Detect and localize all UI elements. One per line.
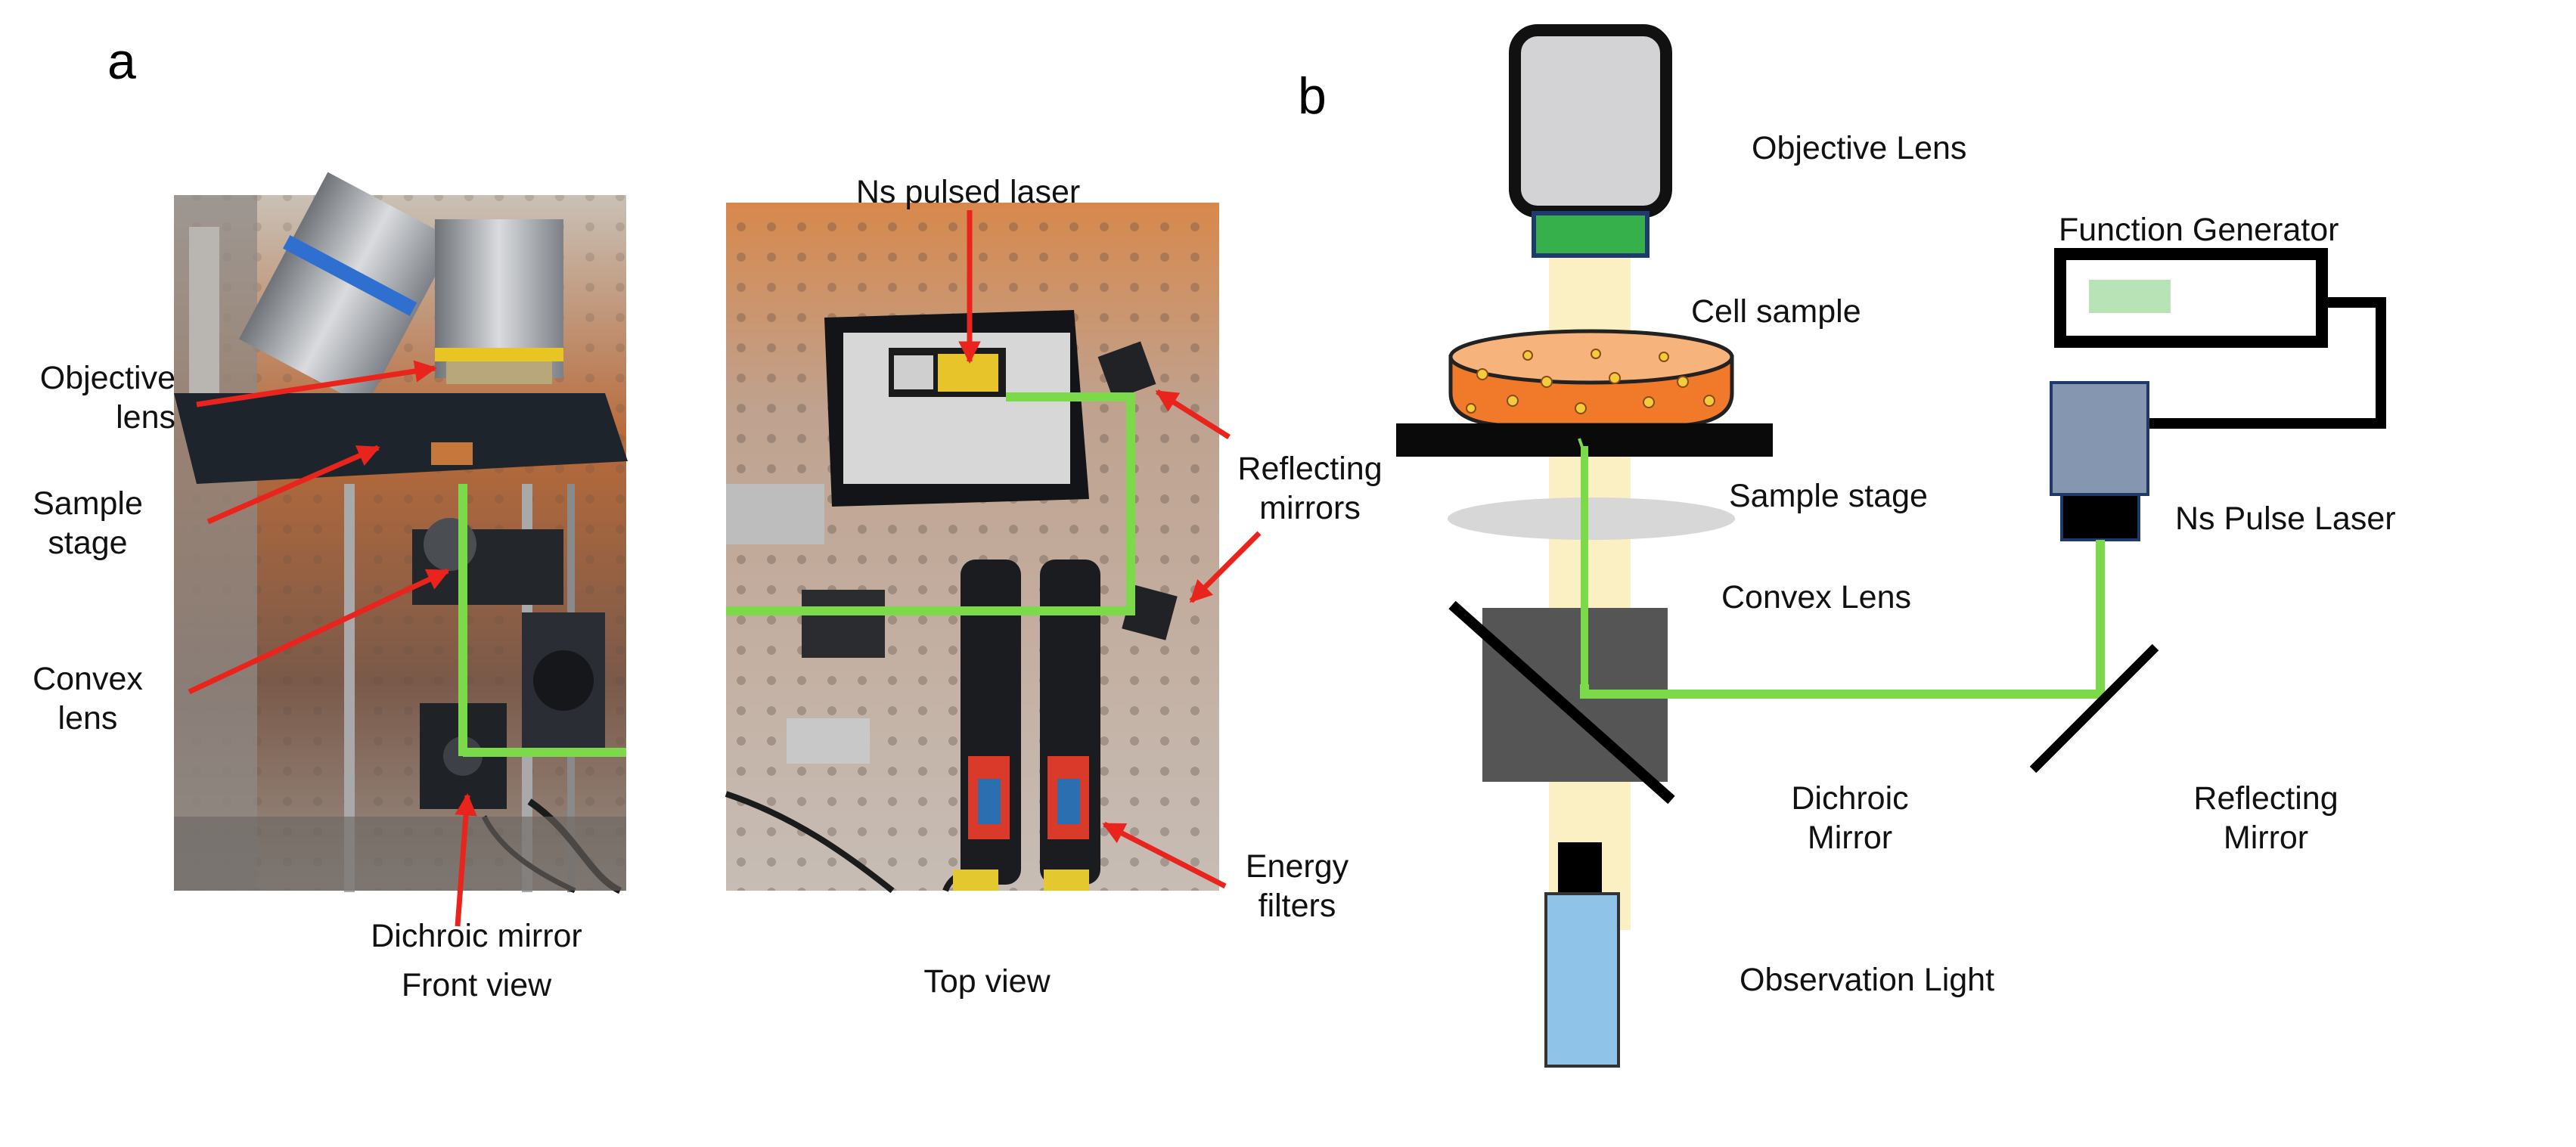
front-view-laser-beam [458,484,626,757]
laser-beam-focus [1578,438,1586,454]
laser-beam-path [1580,446,2105,699]
front-view-photo [174,172,628,894]
label-ns-pulsed-laser: Ns pulsed laser [855,174,1081,210]
label-observation-light: Observation Light [1740,962,1995,998]
arrow-reflecting-mirror-bottom [1189,531,1262,603]
objective-lens [1509,24,1672,258]
dichroic-mirror [1448,600,1675,804]
arrow-reflecting-mirror-top [1155,389,1231,439]
label-convex-lens: Convex lens [33,661,143,736]
top-view-laser-beam [726,392,1135,615]
ns-pulse-laser [2050,381,2149,541]
reflecting-mirror [2029,643,2159,773]
observation-light [1544,842,1620,1068]
function-generator [2054,248,2386,429]
label-dichroic-mirror: Dichroic mirror [371,918,582,954]
label-sample-stage: Sample stage [33,485,143,561]
label-front-view: Front view [401,967,552,1003]
arrow-dichroic-mirror [455,793,477,927]
label-cell-sample: Cell sample [1691,293,1861,330]
label-b-sample-stage: Sample stage [1729,478,1928,514]
arrow-energy-filters [1102,821,1227,889]
label-function-generator: Function Generator [2059,212,2339,248]
panel-a-letter: a [107,33,136,90]
label-b-reflecting-mirror: Reflecting Mirror [2193,780,2339,856]
label-b-dichroic-mirror: Dichroic Mirror [1791,780,1909,856]
arrow-objective-lens [196,360,437,408]
convex-lens [1448,498,1735,540]
label-b-objective-lens: Objective Lens [1752,130,1967,166]
label-top-view: Top view [923,963,1051,1000]
cell-sample-dish [1448,329,1734,427]
top-view-photo [725,203,1219,894]
label-objective-lens: Objective lens [39,360,175,436]
panel-b-letter: b [1298,67,1327,125]
label-energy-filters: Energy filters [1245,848,1349,924]
arrow-convex-lens [188,568,450,695]
arrow-sample-stage [206,445,380,525]
label-b-convex-lens: Convex Lens [1721,579,1911,615]
label-reflecting-mirrors: Reflecting mirrors [1237,451,1383,526]
label-ns-pulse-laser: Ns Pulse Laser [2175,501,2396,537]
annotation-arrows [188,210,1262,927]
